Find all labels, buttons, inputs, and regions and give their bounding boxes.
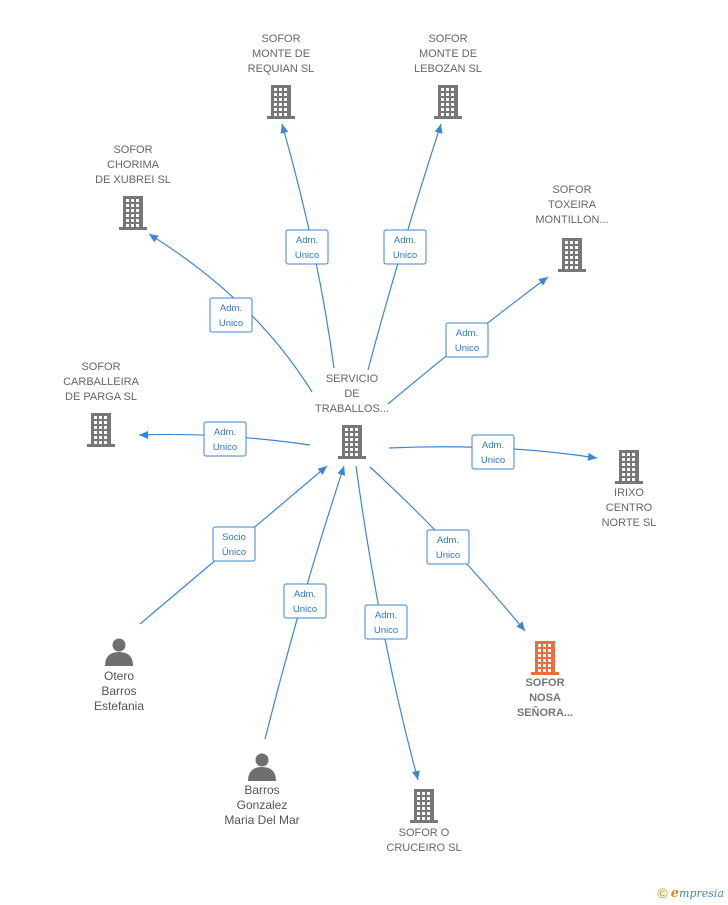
building-icon xyxy=(615,450,643,484)
arrow-head-icon xyxy=(149,234,159,243)
copyright-icon: © xyxy=(657,885,668,901)
building-icon xyxy=(87,413,115,447)
edge-label: Adm.Unico xyxy=(374,610,398,636)
building-icon xyxy=(558,238,586,272)
building-icon xyxy=(531,641,559,675)
arrow-head-icon xyxy=(317,466,327,475)
edge-label: Adm.Unico xyxy=(455,328,479,354)
edge-label-box xyxy=(285,229,329,265)
edge-label-box xyxy=(364,604,408,640)
person-icon xyxy=(248,753,276,781)
edge-cruceiro[interactable]: Adm.Unico xyxy=(355,465,420,781)
brand-logo: empresia xyxy=(670,885,724,901)
building-icon xyxy=(338,425,366,459)
building-icon xyxy=(267,85,295,119)
edge-label-box xyxy=(471,434,515,470)
building-icon xyxy=(410,789,438,823)
arrow-head-icon xyxy=(434,124,443,134)
edge-label-box xyxy=(212,526,256,562)
edge-lebozan[interactable]: Adm.Unico xyxy=(367,123,443,371)
arrow-head-icon xyxy=(139,431,148,439)
edge-label: Adm.Unico xyxy=(436,535,460,561)
edge-label-box xyxy=(383,229,427,265)
edge-label: Adm.Unico xyxy=(293,589,317,615)
edge-requian[interactable]: Adm.Unico xyxy=(280,123,335,369)
edge-irixo[interactable]: Adm.Unico xyxy=(388,434,598,470)
edge-nosa[interactable]: Adm.Unico xyxy=(369,466,526,632)
edge-label-box xyxy=(203,421,247,457)
arrow-head-icon xyxy=(280,124,289,134)
edge-label: Adm.Unico xyxy=(481,440,505,466)
edge-label: Adm.Unico xyxy=(219,303,243,329)
building-icon xyxy=(434,85,462,119)
arrow-head-icon xyxy=(538,277,548,286)
edge-label-box xyxy=(209,297,253,333)
arrow-head-icon xyxy=(516,621,525,631)
edge-label-box xyxy=(283,583,327,619)
edge-carballeira[interactable]: Adm.Unico xyxy=(138,421,311,457)
edge-label: Adm.Unico xyxy=(393,235,417,261)
edge-label: Adm.Unico xyxy=(295,235,319,261)
edge-label-box xyxy=(426,529,470,565)
footer-brand[interactable]: © empresia xyxy=(657,885,724,901)
edge-label: Adm.Unico xyxy=(213,427,237,453)
arrow-head-icon xyxy=(587,452,597,461)
edge-barros[interactable]: Adm.Unico xyxy=(264,465,346,740)
person-icon xyxy=(105,638,133,666)
arrow-head-icon xyxy=(337,466,346,476)
edge-toxeira[interactable]: Adm.Unico xyxy=(387,276,549,405)
arrow-head-icon xyxy=(412,770,420,780)
edge-chorima[interactable]: Adm.Unico xyxy=(148,233,313,393)
building-icon xyxy=(119,196,147,230)
edge-label-box xyxy=(445,322,489,358)
edges-layer: Adm.UnicoAdm.UnicoAdm.UnicoAdm.UnicoAdm.… xyxy=(138,123,598,781)
